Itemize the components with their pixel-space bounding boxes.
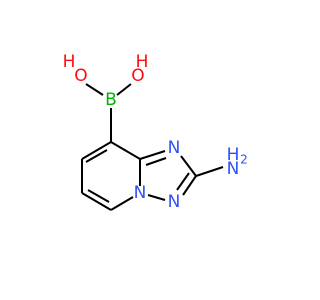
bond-c2-nlower <box>182 175 197 196</box>
molecule-structure: H O H O B N N N H 2 N <box>63 52 248 212</box>
atom-labels: H O H O B N N N H 2 N <box>63 52 248 212</box>
bond-c8a-nupper <box>139 150 166 160</box>
bond-c8-c7-inner <box>85 149 108 163</box>
atom-o2: O <box>131 66 144 86</box>
bond-nupper-c2 <box>180 155 197 177</box>
bond-nlower-nbridge <box>147 194 166 201</box>
bond-c6-c5 <box>81 192 112 211</box>
molecule-svg: H O H O B N N N H 2 N <box>63 52 248 212</box>
atom-o1-hydrogen: H <box>63 52 76 72</box>
atom-amino-n: N <box>227 159 240 179</box>
bond-c8a-c8 <box>110 141 141 160</box>
bond-c8-c7 <box>81 141 112 160</box>
atom-boron: B <box>105 90 117 110</box>
bond-c2-nlower-inner <box>176 172 190 191</box>
bond-c6-c5-inner <box>87 189 110 203</box>
atom-n-lower: N <box>168 192 181 212</box>
atom-o2-hydrogen: H <box>136 52 149 72</box>
atom-o1: O <box>74 66 87 86</box>
bond-b-o2 <box>116 83 132 96</box>
bond-c5-nbridge <box>110 196 134 211</box>
bond-c2-namino <box>195 166 224 177</box>
atom-n-upper: N <box>168 138 181 158</box>
bond-b-o1 <box>85 83 104 96</box>
atom-n-bridge: N <box>134 183 147 203</box>
atom-amino-hydrogen: H <box>227 145 240 165</box>
bond-c8a-nupper-inner <box>145 157 167 166</box>
atom-amino-subscript: 2 <box>240 153 248 167</box>
bonds <box>81 83 224 211</box>
